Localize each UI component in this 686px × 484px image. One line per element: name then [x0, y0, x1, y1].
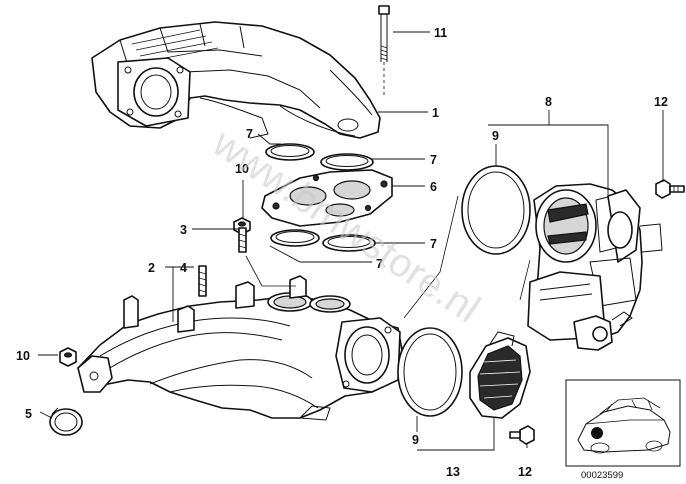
- leader-lines: [38, 31, 664, 451]
- inset-code: 00023599: [581, 470, 623, 481]
- callout-7: 7: [430, 153, 437, 167]
- stud-4: [198, 265, 207, 297]
- callout-6: 6: [430, 180, 437, 194]
- stud-3: [238, 227, 247, 253]
- callout-7: 7: [246, 127, 253, 141]
- intermediate-flange-6: [261, 169, 393, 227]
- callout-7: 7: [376, 257, 383, 271]
- lower-intake-manifold: [77, 275, 403, 421]
- callout-numbers: 11 1 7 7 10 6 3 2 4 7 7 8 9 12 10 5 9 13…: [16, 26, 668, 479]
- upper-intake-manifold: [91, 21, 381, 139]
- bolt-12-lower: [509, 425, 535, 445]
- callout-10: 10: [16, 349, 30, 363]
- callout-11: 11: [434, 26, 447, 40]
- bolt-12-upper: [655, 179, 685, 199]
- seal-5: [49, 407, 83, 436]
- callout-3: 3: [180, 223, 187, 237]
- o-ring-lower-left: [270, 229, 320, 247]
- callout-1: 1: [432, 106, 439, 120]
- callout-12: 12: [654, 95, 668, 109]
- gasket-9-lower: [397, 327, 463, 417]
- callout-2: 2: [148, 261, 155, 275]
- o-ring-upper-right: [320, 153, 374, 171]
- throttle-housing-8: [527, 183, 663, 351]
- callout-9: 9: [492, 129, 499, 143]
- gasket-9-upper: [461, 165, 531, 255]
- cover-13: [469, 331, 531, 419]
- callout-5: 5: [25, 407, 32, 421]
- callout-7: 7: [430, 237, 437, 251]
- inset-car-thumbnail: 00023599: [565, 379, 681, 481]
- callout-4: 4: [180, 261, 187, 275]
- callout-10: 10: [235, 162, 249, 176]
- o-ring-upper-left: [265, 143, 315, 161]
- callout-8: 8: [545, 95, 552, 109]
- callout-12: 12: [518, 465, 532, 479]
- callout-9: 9: [412, 433, 419, 447]
- callout-13: 13: [446, 465, 460, 479]
- bolt-11: [378, 5, 390, 62]
- nut-10-lower: [59, 347, 77, 367]
